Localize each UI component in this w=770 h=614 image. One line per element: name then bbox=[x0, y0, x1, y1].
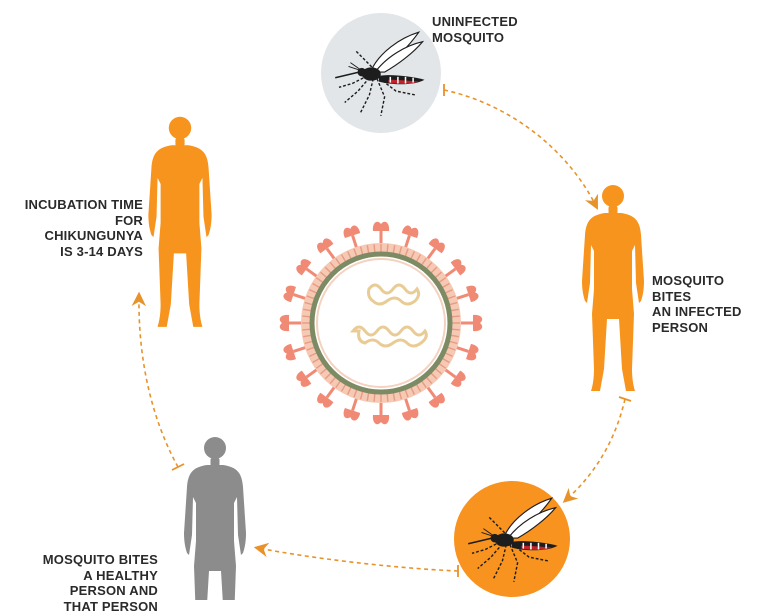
label-incubation-time: INCUBATION TIME FOR CHIKUNGUNYA IS 3-14 … bbox=[24, 197, 143, 259]
human-figure-icon bbox=[582, 185, 644, 391]
label-mosquito-bites-healthy-person: MOSQUITO BITES A HEALTHY PERSON AND THAT… bbox=[42, 552, 158, 614]
virus-spike bbox=[343, 225, 361, 250]
virus-spike bbox=[459, 314, 483, 332]
virus-spike bbox=[283, 343, 308, 361]
virus-spike bbox=[317, 238, 337, 261]
uninfected-mosquito-node bbox=[321, 13, 441, 133]
lifecycle-diagram bbox=[131, 13, 644, 600]
virus-spike bbox=[372, 401, 390, 425]
virus-spike bbox=[443, 367, 466, 387]
virus-spike bbox=[454, 285, 479, 303]
virus-spike bbox=[296, 259, 319, 279]
label-mosquito-bites-infected-person: MOSQUITO BITES AN INFECTED PERSON bbox=[652, 273, 742, 335]
arrow-to-infected-person bbox=[443, 89, 598, 210]
virus-spike bbox=[343, 396, 361, 421]
virus-spike bbox=[401, 396, 419, 421]
arrow-start-ticks bbox=[171, 84, 632, 577]
label-uninfected-mosquito: UNINFECTED MOSQUITO bbox=[432, 14, 518, 45]
virus-spike bbox=[372, 221, 390, 245]
virus-spike bbox=[454, 343, 479, 361]
virus-spike bbox=[283, 285, 308, 303]
arrow-to-infected-mosquito bbox=[562, 398, 626, 503]
virus-spike bbox=[443, 259, 466, 279]
arrow-to-incubation bbox=[131, 291, 179, 468]
cycle-arrows bbox=[131, 89, 626, 572]
virus-spike bbox=[296, 367, 319, 387]
virus-spike bbox=[279, 314, 303, 332]
human-figure-icon bbox=[184, 437, 246, 600]
virus-spike bbox=[425, 238, 445, 261]
human-figure-icon bbox=[148, 116, 212, 327]
virus-spike bbox=[401, 225, 419, 250]
arrow-to-healthy-person bbox=[253, 542, 459, 572]
virus-spike bbox=[425, 385, 445, 408]
virus-spike bbox=[317, 385, 337, 408]
virus-particle-icon bbox=[279, 221, 483, 425]
infected-mosquito-node bbox=[454, 481, 570, 597]
